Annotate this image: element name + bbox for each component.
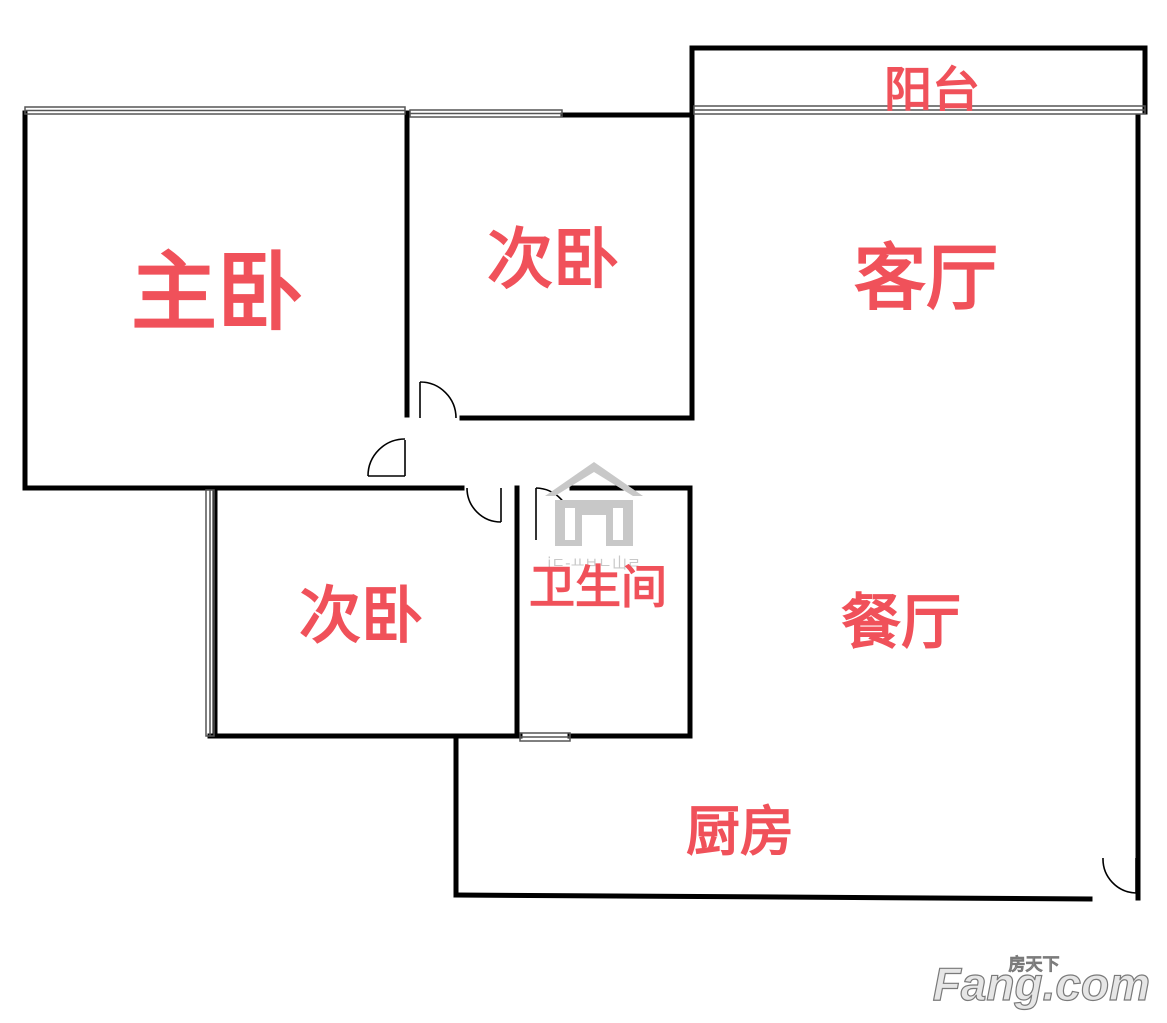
logo-tagline: 房天下: [1009, 954, 1060, 975]
door-bed3-arc: [466, 487, 502, 523]
house-icon: [545, 462, 643, 546]
door-master-arc: [367, 438, 406, 477]
label-bathroom: 卫生间: [529, 560, 667, 614]
watermark: iㄷ-ㅛㅂㄴ山ㄹ: [545, 462, 643, 572]
fang-logo: 房天下 Fang.com: [932, 954, 1150, 1011]
label-second-bedroom-bottom: 次卧: [299, 579, 423, 652]
windows: [24, 105, 1146, 742]
doors: [367, 381, 1137, 894]
label-kitchen: 厨房: [686, 800, 794, 863]
label-dining-room: 餐厅: [841, 588, 961, 658]
room-labels: 主卧 次卧 客厅 阳台 次卧 卫生间 餐厅 厨房: [131, 62, 998, 863]
label-master-bedroom: 主卧: [131, 243, 303, 343]
label-living-room: 客厅: [854, 236, 998, 320]
wall-kitchen-bottom: [453, 892, 1093, 902]
door-entry-arc: [1102, 857, 1137, 894]
walls: [22, 45, 1148, 902]
label-second-bedroom-top: 次卧: [487, 221, 619, 298]
logo-brand: Fang.com: [933, 958, 1150, 1010]
label-balcony: 阳台: [884, 62, 980, 118]
door-bed2-arc: [419, 381, 457, 419]
watermark-text: iㄷ-ㅛㅂㄴ山ㄹ: [547, 554, 641, 572]
